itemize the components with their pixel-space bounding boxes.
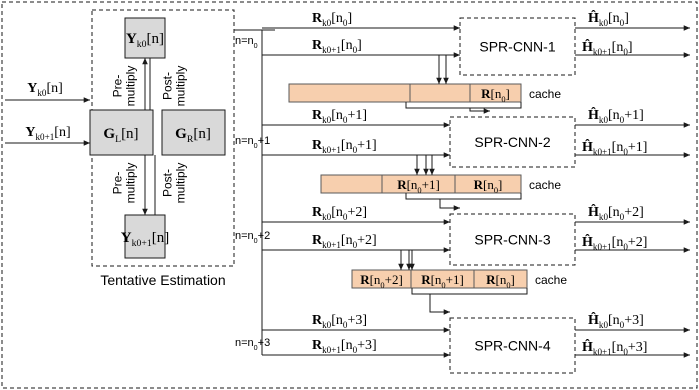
stage-3-n-label: n=n0+2	[235, 230, 270, 245]
cache-2-cell-2: R[n0+1]	[397, 177, 440, 195]
gr-block	[161, 109, 226, 156]
cache-3-bar	[351, 269, 528, 289]
y-k0plus1-label: Yk0+1[n]	[121, 230, 169, 249]
stage-2-output-1-label: Ĥk0[n0+1]	[588, 106, 644, 125]
cache-1-label: cache	[529, 87, 561, 101]
stage-3-input-2-label: Rk0+1[n0+2]	[312, 233, 377, 250]
stage-4: n=n0+3 Rk0[n0+3] Rk0+1[n0+3] SPR-CNN-4 Ĥk0[n…	[235, 311, 690, 374]
stage-2-n-label: n=n0+1	[235, 135, 270, 150]
stage-3-output-1-label: Ĥk0[n0+2]	[588, 203, 644, 222]
gl-block	[89, 109, 154, 156]
cache-2-cell-3: R[n0]	[474, 177, 503, 195]
stage-4-output-1-label: Ĥk0[n0+3]	[588, 311, 644, 330]
cache-1: R[n0] cache	[288, 55, 561, 114]
gr-label: GR[n]	[175, 126, 211, 145]
input-y-k0-label: Yk0[n]	[27, 81, 63, 98]
spr-cnn-3-label: SPR-CNN-3	[474, 232, 550, 248]
gl-label: GL[n]	[103, 126, 138, 145]
stage-3-output-2-label: Ĥk0+1[n0+2]	[582, 233, 647, 252]
caches-layer: R[n0]cacheR[n0+1]R[n0]cacheR[n0+2]R[n0+1…	[288, 55, 567, 315]
cache-2: R[n0+1] R[n0] cache	[320, 155, 561, 211]
stage-1: n=n0 Rk0[n0] Rk0+1[n0] SPR-CNN-1 Ĥk0[n0] Ĥk0+…	[235, 9, 690, 76]
spr-cnn-2-block	[449, 116, 576, 168]
stage-2-input-1-label: Rk0[n0+1]	[312, 108, 367, 125]
stage-1-input-2-label: Rk0+1[n0]	[312, 38, 362, 55]
spr-cnn-1-block	[459, 17, 576, 76]
cache-3-cell-1: R[n0+2]	[360, 272, 403, 290]
stage-3: n=n0+2 Rk0[n0+2] Rk0+1[n0+2] SPR-CNN-3 Ĥk0[n…	[235, 203, 690, 266]
stage-4-output-2-label: Ĥk0+1[n0+3]	[582, 338, 647, 357]
stage-2-input-2-label: Rk0+1[n0+1]	[312, 138, 377, 155]
stage-1-n-label: n=n0	[235, 35, 258, 50]
stage-4-n-label: n=n0+3	[235, 337, 270, 352]
post-multiply-top-label: Post-multiply	[161, 66, 188, 107]
input-y-k0plus1-label: Yk0+1[n]	[25, 125, 70, 142]
cache-1-cell-3: R[n0]	[481, 86, 510, 104]
pre-multiply-bottom-label: Pre-multiply	[111, 163, 138, 204]
spr-cnn-3-block	[449, 213, 576, 266]
stage-2: n=n0+1 Rk0[n0+1] Rk0+1[n0+1] SPR-CNN-2 Ĥk0[n…	[235, 106, 690, 168]
spr-cnn-4-label: SPR-CNN-4	[474, 338, 550, 354]
cache-3-label: cache	[535, 273, 567, 287]
y-k0-label: Yk0[n]	[126, 31, 164, 50]
pre-multiply-top-label: Pre-multiply	[111, 66, 138, 107]
stage-1-input-1-label: Rk0[n0]	[312, 11, 352, 28]
stages-layer: n=n0 Rk0[n0] Rk0+1[n0] SPR-CNN-1 Ĥk0[n0] Ĥk0+…	[235, 9, 690, 374]
spr-cnn-2-label: SPR-CNN-2	[474, 134, 550, 150]
cache-2-bar	[320, 174, 522, 194]
tentative-estimation-caption: Tentative Estimation	[100, 272, 225, 288]
cache-3-cell-3: R[n0]	[486, 272, 515, 290]
stage-1-output-2-label: Ĥk0+1[n0]	[582, 38, 633, 57]
y-k0-block	[124, 17, 166, 59]
post-multiply-bottom-label: Post-multiply	[161, 163, 188, 204]
cache-3: R[n0+2] R[n0+1] R[n0] cache	[351, 250, 567, 315]
spr-cnn-1-label: SPR-CNN-1	[479, 39, 555, 55]
stage-2-output-2-label: Ĥk0+1[n0+1]	[582, 138, 647, 157]
stage-4-input-2-label: Rk0+1[n0+3]	[312, 338, 377, 355]
stage-1-output-1-label: Ĥk0[n0]	[588, 9, 629, 28]
cache-2-label: cache	[529, 178, 561, 192]
cache-3-cell-2: R[n0+1]	[421, 272, 464, 290]
spr-cnn-4-block	[449, 317, 576, 374]
stage-4-input-1-label: Rk0[n0+3]	[312, 313, 367, 330]
cache-1-bar	[288, 83, 522, 103]
stage-3-input-1-label: Rk0[n0+2]	[312, 205, 367, 222]
